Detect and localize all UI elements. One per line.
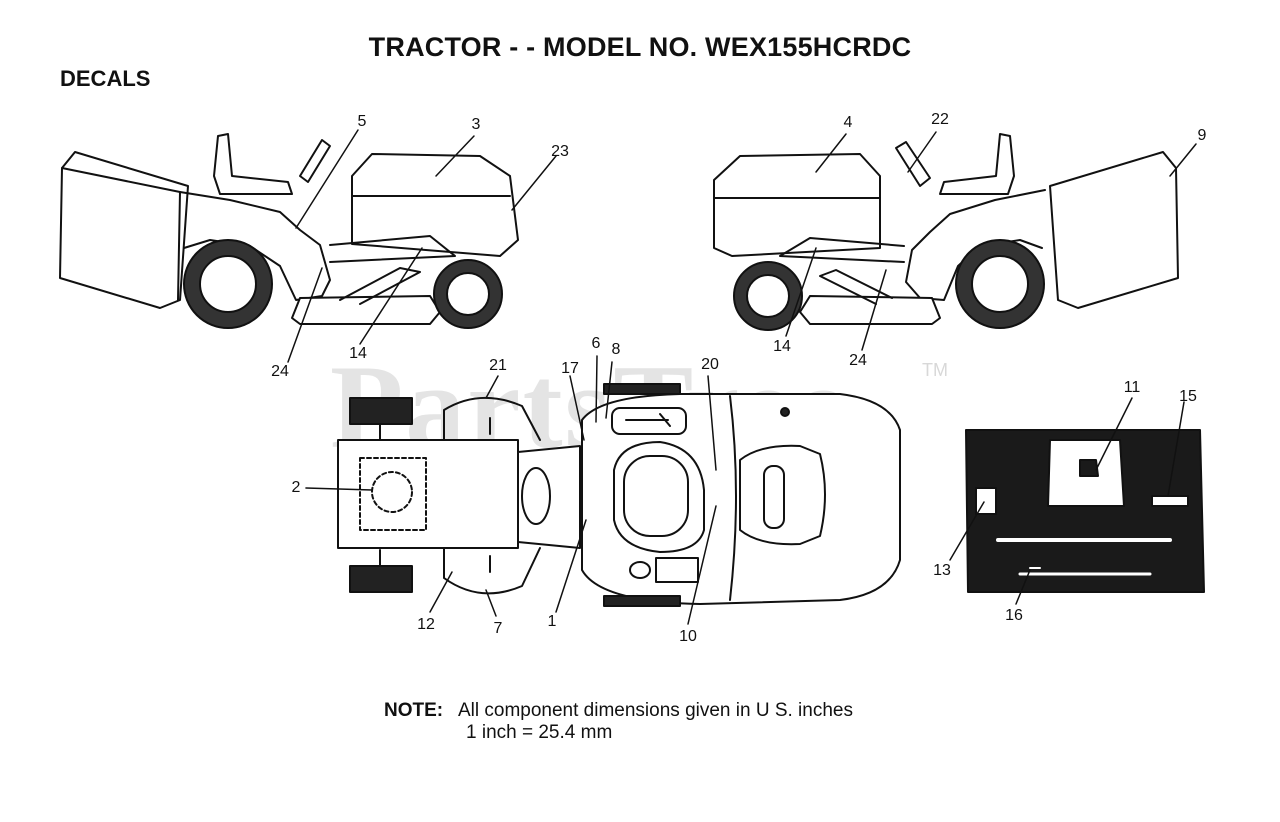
callout-24-left: 24 <box>271 363 289 380</box>
callout-6: 6 <box>591 335 601 352</box>
callout-4: 4 <box>843 114 853 131</box>
callout-15: 15 <box>1179 388 1197 405</box>
callout-7: 7 <box>493 620 503 637</box>
note-line-2: 1 inch = 25.4 mm <box>466 722 613 743</box>
callout-17: 17 <box>561 360 579 377</box>
callout-23: 23 <box>551 143 569 160</box>
callout-14-right: 14 <box>773 338 791 355</box>
note-block: NOTE: All component dimensions given in U… <box>384 700 853 744</box>
tractor-left-view <box>59 133 519 329</box>
tractor-top-view <box>337 383 901 607</box>
callout-22: 22 <box>931 111 949 128</box>
callout-1: 1 <box>547 613 557 630</box>
callout-9: 9 <box>1197 127 1207 144</box>
callout-16: 16 <box>1005 607 1023 624</box>
page-title: TRACTOR - - MODEL NO. WEX155HCRDC <box>368 32 912 62</box>
callout-11: 11 <box>1123 379 1141 396</box>
tractor-rear-view <box>965 429 1205 593</box>
callout-2: 2 <box>291 479 301 496</box>
callout-20: 20 <box>701 356 719 373</box>
callout-13: 13 <box>933 562 951 579</box>
callout-12: 12 <box>417 616 435 633</box>
callout-10: 10 <box>679 628 697 645</box>
leader-lines <box>287 129 1197 625</box>
tractor-right-view <box>713 133 1179 331</box>
section-heading: DECALS <box>60 66 151 91</box>
callout-14-left: 14 <box>349 345 367 362</box>
note-label: NOTE: <box>384 700 444 721</box>
callout-21: 21 <box>489 357 507 374</box>
watermark-tm: TM <box>922 360 948 380</box>
callout-5: 5 <box>357 113 367 130</box>
callout-24-right: 24 <box>849 352 867 369</box>
callout-3: 3 <box>471 116 481 133</box>
note-line-1: All component dimensions given in U S. i… <box>458 700 853 721</box>
callout-8: 8 <box>611 341 621 358</box>
